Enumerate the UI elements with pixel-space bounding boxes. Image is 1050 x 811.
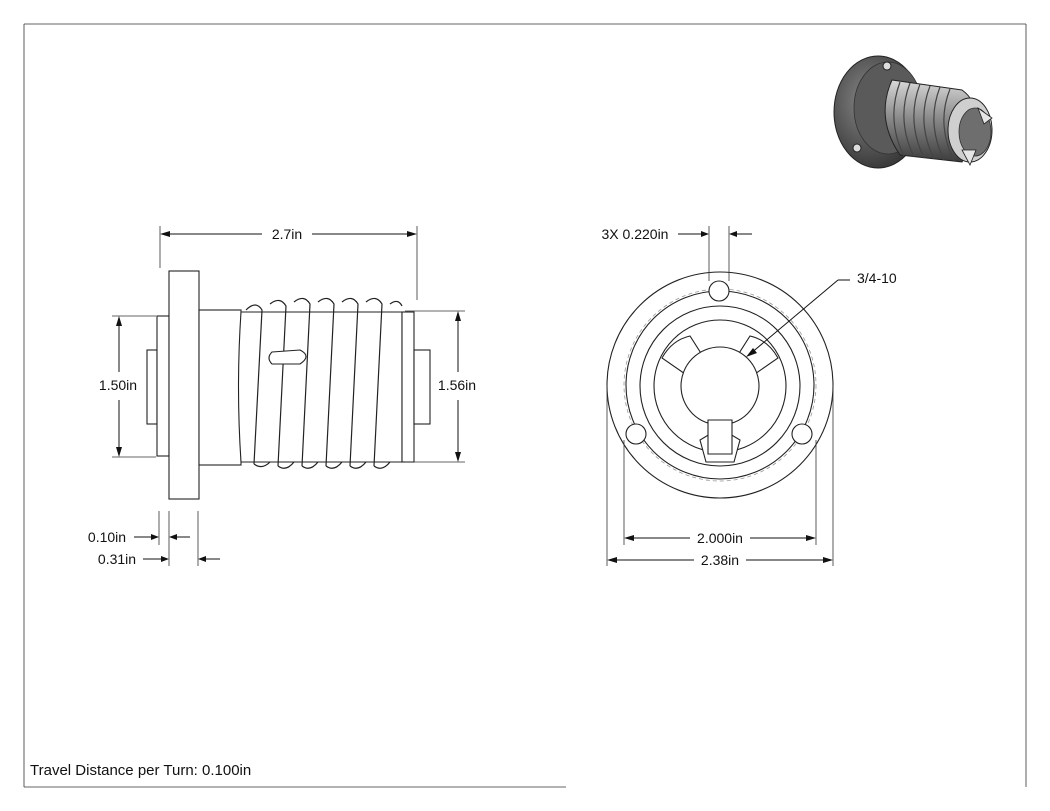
iso-collet-slot <box>961 149 977 166</box>
dim-bolt-circle: 2.000in <box>697 530 743 546</box>
side-right-collar <box>401 311 415 463</box>
side-body <box>237 311 403 463</box>
isometric-view <box>833 55 993 169</box>
side-view: 2.7in 1.50in 1.56in 0.10in 0.31in <box>88 226 476 567</box>
front-bolt-hole-left <box>625 423 647 445</box>
front-bolt-hole-right <box>791 423 813 445</box>
side-threads <box>245 297 403 469</box>
front-slot <box>707 419 733 455</box>
dim-holes: 3X 0.220in <box>602 226 669 242</box>
front-nose <box>680 346 760 426</box>
iso-bolt-hole <box>852 143 862 153</box>
iso-thread-lines <box>893 81 955 162</box>
iso-bolt-hole <box>882 61 892 71</box>
side-right-nose <box>413 349 431 425</box>
front-view: 3X 0.220in 3/4-10 2.000in 2.38in <box>602 226 897 568</box>
dim-left-height: 1.50in <box>99 377 137 393</box>
side-left-collar <box>156 315 170 457</box>
travel-note: Travel Distance per Turn: 0.100in <box>30 762 251 779</box>
dim-right-height: 1.56in <box>438 377 476 393</box>
side-left-nose <box>146 349 158 425</box>
iso-collet-slot <box>977 106 993 125</box>
front-bolt-hole-top <box>708 280 730 302</box>
side-hub <box>198 309 242 466</box>
dim-length: 2.7in <box>272 226 302 242</box>
dim-outer: 2.38in <box>701 552 739 568</box>
dim-thread: 3/4-10 <box>857 270 897 286</box>
dim-flange-hub: 0.31in <box>98 551 136 567</box>
side-flange <box>168 270 200 500</box>
dim-flange: 0.10in <box>88 529 126 545</box>
side-key-slot <box>268 349 307 365</box>
